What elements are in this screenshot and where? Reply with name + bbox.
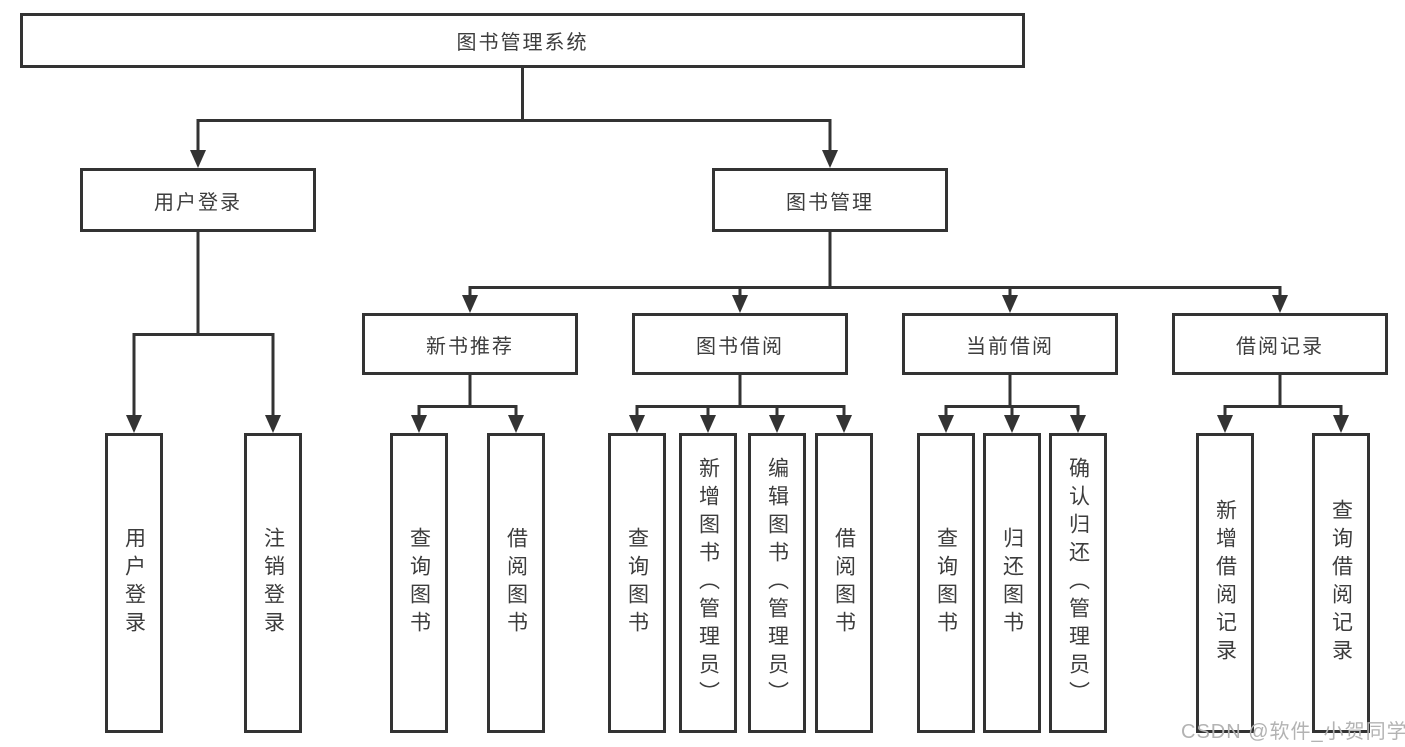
node-label: 用户登录 [154, 191, 242, 214]
arrowhead-icon [836, 415, 852, 433]
arrowhead-icon [1333, 415, 1349, 433]
arrowhead-icon [190, 150, 206, 168]
arrowhead-icon [938, 415, 954, 433]
arrowhead-icon [769, 415, 785, 433]
node-root: 图书管理系统 [20, 13, 1025, 68]
arrowhead-icon [700, 415, 716, 433]
node-book-management: 图书管理 [712, 168, 948, 232]
connector-current-borrow [944, 373, 1080, 417]
node-label: 图书管理 [786, 191, 874, 214]
leaf-borrow-books-recommend: 借阅图书 [487, 433, 545, 733]
connector-book-borrow [635, 373, 846, 417]
arrowhead-icon [508, 415, 524, 433]
node-label: 新书推荐 [426, 335, 514, 358]
connector-root [196, 66, 832, 152]
node-label: 注销登录 [261, 527, 285, 639]
leaf-add-book-admin: 新增图书（管理员） [679, 433, 737, 733]
arrowhead-icon [1272, 295, 1288, 313]
node-label: 查询图书 [407, 527, 431, 639]
node-label: 查询图书 [625, 527, 649, 639]
node-new-book-recommend: 新书推荐 [362, 313, 578, 375]
node-label: 查询借阅记录 [1329, 499, 1353, 667]
node-label: 图书借阅 [696, 335, 784, 358]
leaf-confirm-return-admin: 确认归还（管理员） [1049, 433, 1107, 733]
arrowhead-icon [265, 415, 281, 433]
leaf-query-books-current: 查询图书 [917, 433, 975, 733]
node-label: 新增图书（管理员） [696, 457, 720, 709]
node-label: 当前借阅 [966, 335, 1054, 358]
leaf-add-borrow-record: 新增借阅记录 [1196, 433, 1254, 733]
arrowhead-icon [1002, 295, 1018, 313]
leaf-query-books-borrow: 查询图书 [608, 433, 666, 733]
node-label: 借阅图书 [832, 527, 856, 639]
node-user-login: 用户登录 [80, 168, 316, 232]
leaf-edit-book-admin: 编辑图书（管理员） [748, 433, 806, 733]
leaf-logout: 注销登录 [244, 433, 302, 733]
arrowhead-icon [732, 295, 748, 313]
connector-book-management [468, 230, 1282, 297]
connector-user-login [132, 230, 275, 417]
node-current-borrow: 当前借阅 [902, 313, 1118, 375]
arrowhead-icon [411, 415, 427, 433]
arrowhead-icon [629, 415, 645, 433]
node-borrow-records: 借阅记录 [1172, 313, 1388, 375]
node-book-borrow: 图书借阅 [632, 313, 848, 375]
arrowhead-icon [126, 415, 142, 433]
arrowhead-icon [1217, 415, 1233, 433]
node-label: 图书管理系统 [456, 32, 589, 54]
connector-new-book-recommend [417, 373, 518, 417]
node-label: 借阅记录 [1236, 335, 1324, 358]
node-label: 编辑图书（管理员） [765, 457, 789, 709]
leaf-query-books-recommend: 查询图书 [390, 433, 448, 733]
arrowhead-icon [822, 150, 838, 168]
arrowhead-icon [1004, 415, 1020, 433]
arrowhead-icon [462, 295, 478, 313]
node-label: 查询图书 [934, 527, 958, 639]
leaf-return-books: 归还图书 [983, 433, 1041, 733]
watermark: CSDN @软件_小贺同学 [1181, 721, 1405, 743]
node-label: 新增借阅记录 [1213, 499, 1237, 667]
node-label: 借阅图书 [504, 527, 528, 639]
arrowhead-icon [1070, 415, 1086, 433]
node-label: 用户登录 [122, 527, 146, 639]
leaf-borrow-books: 借阅图书 [815, 433, 873, 733]
node-label: 确认归还（管理员） [1066, 457, 1090, 709]
node-label: 归还图书 [1000, 527, 1024, 639]
leaf-query-borrow-record: 查询借阅记录 [1312, 433, 1370, 733]
connector-borrow-records [1223, 373, 1343, 417]
leaf-user-login: 用户登录 [105, 433, 163, 733]
